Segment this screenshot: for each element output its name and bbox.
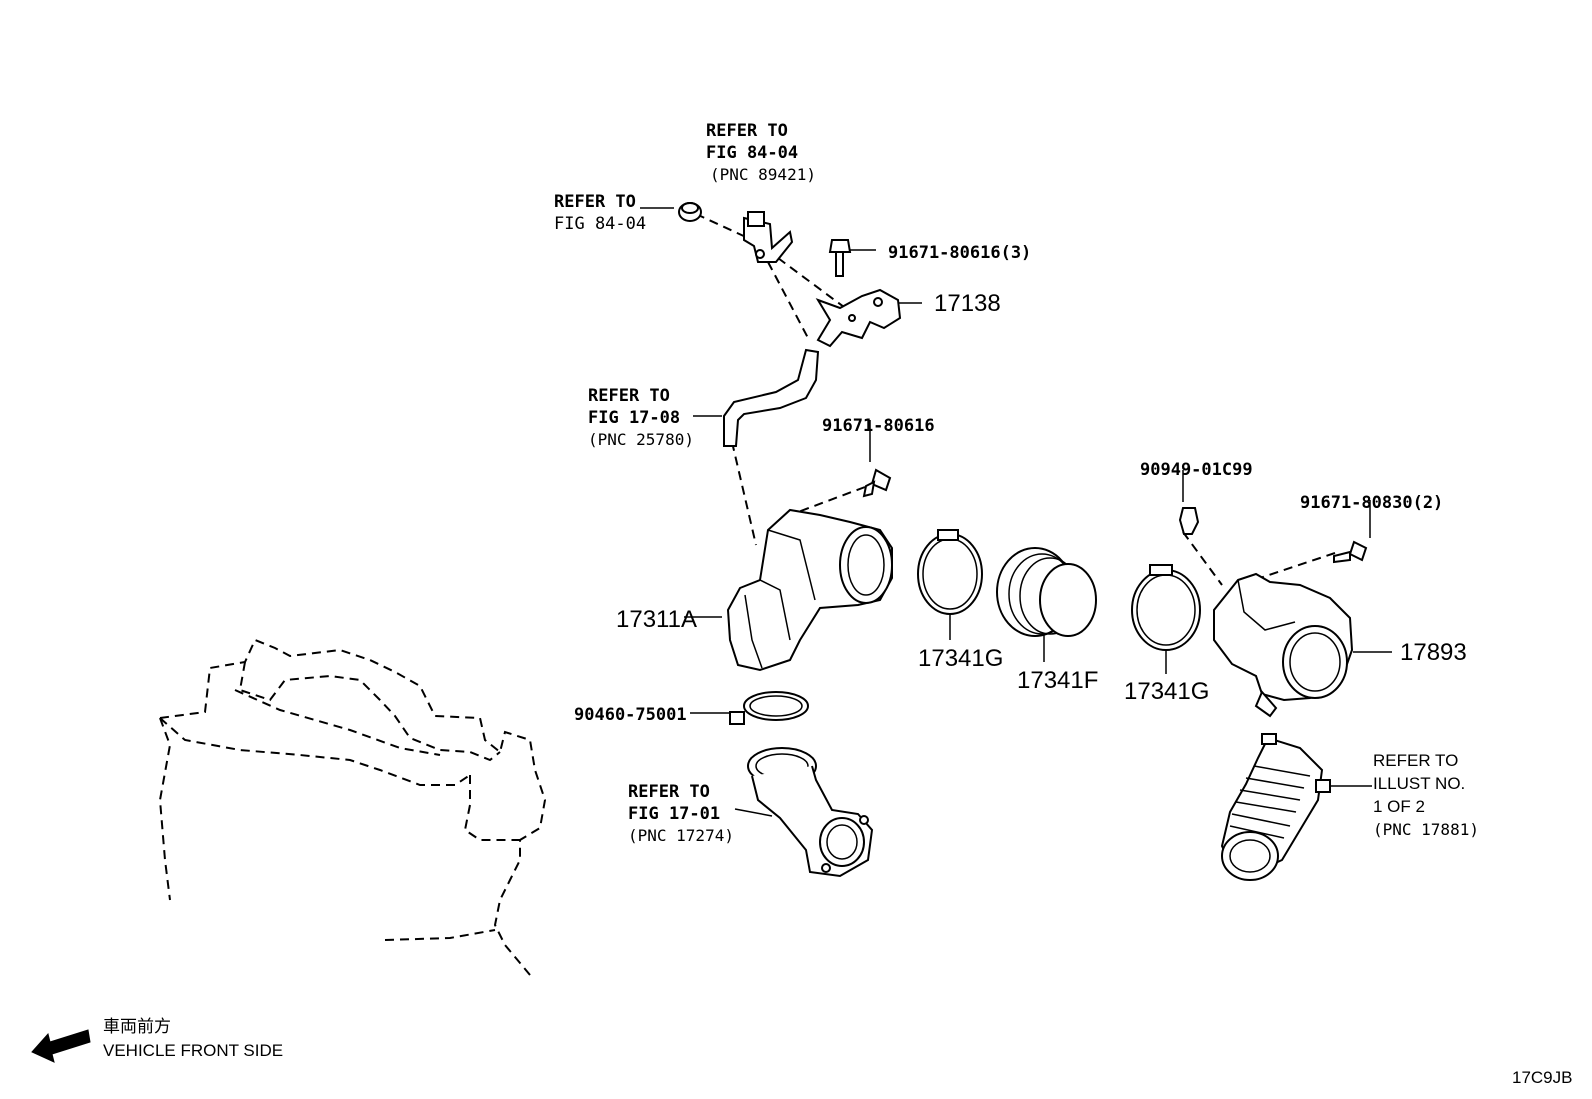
ref-line: REFER TO [554, 192, 636, 212]
part-label-90949-01c99: 90949-01C99 [1140, 460, 1253, 480]
clamp-17341g-2-part [1131, 564, 1201, 651]
ref-line: REFER TO [628, 782, 710, 802]
ref-line: (PNC 17881) [1373, 820, 1479, 839]
hose-17341f-part [996, 547, 1097, 637]
ref-line: (PNC 25780) [588, 430, 694, 449]
assembly-lines [695, 213, 1336, 586]
legend-jp: 車両前方 [103, 1017, 171, 1037]
grommet-part [678, 202, 702, 222]
ref-line: (PNC 89421) [710, 165, 816, 184]
clamp-17341g-1-part [917, 529, 983, 615]
ref-line: REFER TO [588, 386, 670, 406]
bolt-a-part [828, 239, 852, 277]
ref-line: FIG 84-04 [706, 143, 799, 163]
clamp-90460-part [729, 691, 809, 725]
bolt-b-part [862, 468, 892, 498]
bolt-c-part [1333, 540, 1368, 564]
part-label-17341g-1: 17341G [918, 645, 1004, 672]
figure-code: 17C9JB [1512, 1068, 1573, 1087]
sensor-part [743, 211, 794, 263]
ref-illust-1-of-2: REFER TO ILLUST NO. 1 OF 2 (PNC 17881) [1373, 749, 1479, 841]
part-label-91671-80616: 91671-80616 [822, 416, 935, 436]
ref-line: REFER TO [1373, 751, 1459, 770]
ref-line: FIG 84-04 [554, 214, 647, 234]
ref-line: FIG 17-01 [628, 804, 721, 824]
part-label-17893: 17893 [1400, 639, 1467, 666]
ref-line: (PNC 17274) [628, 826, 734, 845]
hose-part [723, 348, 820, 447]
resonator-17893-part [1213, 572, 1354, 718]
part-label-91671-80616-3: 91671-80616(3) [888, 243, 1032, 263]
part-label-91671-80830-2: 91671-80830(2) [1300, 493, 1444, 513]
bellows-hose-part [1220, 733, 1331, 881]
clip-part [1178, 507, 1200, 535]
part-label-17138: 17138 [934, 290, 1001, 317]
part-label-90460-75001: 90460-75001 [574, 705, 687, 725]
ref-line: FIG 17-08 [588, 408, 681, 428]
engine-outline [158, 638, 547, 976]
legend-en: VEHICLE FRONT SIDE [103, 1041, 284, 1060]
vehicle-front-legend: 車両前方 VEHICLE FRONT SIDE [103, 1016, 283, 1062]
front-arrow-icon [31, 1029, 91, 1063]
leader-lines [640, 207, 1392, 817]
inlet-17311a-part [726, 508, 893, 672]
part-label-17311a: 17311A [616, 606, 697, 633]
ref-line: REFER TO [706, 121, 788, 141]
ref-line: ILLUST NO. [1373, 774, 1466, 793]
ref-line: 1 OF 2 [1373, 797, 1425, 816]
elbow-17274-part [747, 747, 874, 878]
part-label-17341f: 17341F [1017, 667, 1099, 694]
part-label-17341g-2: 17341G [1124, 678, 1210, 705]
bracket-17138-part [815, 288, 902, 348]
